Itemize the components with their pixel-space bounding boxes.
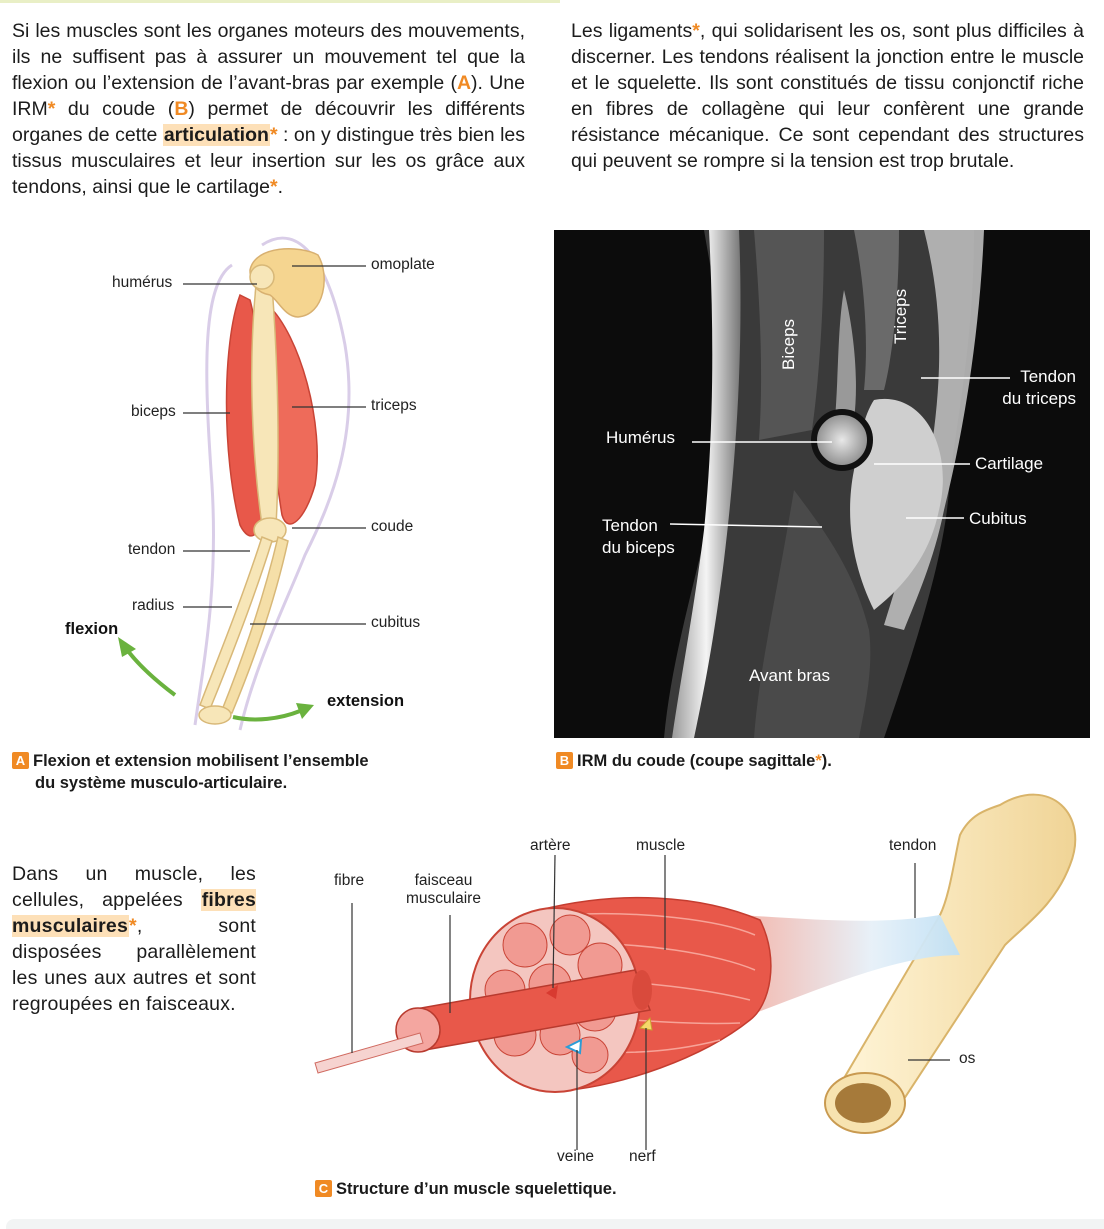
- mri-label-text: Tendon: [602, 516, 658, 535]
- label-faisceau-musculaire: faisceau musculaire: [406, 872, 481, 908]
- caption-text: ).: [821, 752, 832, 770]
- mri-label-text: Tendon: [1020, 367, 1076, 386]
- intro-text: ). Une IRM: [12, 72, 525, 120]
- mri-image: [554, 230, 1090, 738]
- label-text: musculaire: [406, 890, 481, 907]
- label-veine: veine: [557, 1148, 595, 1165]
- mri-label-biceps: Biceps: [779, 318, 798, 370]
- intro-text: ) permet de découvrir les différents org…: [12, 98, 525, 146]
- intro-text: du coude (: [55, 98, 175, 120]
- label-tendon: tendon: [128, 541, 176, 558]
- label-humerus: humérus: [112, 274, 173, 291]
- label-flexion: flexion: [65, 620, 119, 638]
- intro-right-paragraph: Les ligaments*, qui solidarisent les os,…: [571, 18, 1084, 174]
- label-extension: extension: [327, 692, 405, 710]
- glossary-star[interactable]: *: [270, 176, 278, 198]
- label-radius: radius: [132, 597, 175, 614]
- intro-text: .: [277, 176, 284, 198]
- glossary-star[interactable]: *: [269, 124, 278, 146]
- label-omoplate: omoplate: [371, 256, 435, 273]
- intro-text: , qui solidarisent les os, sont plus dif…: [571, 20, 1084, 172]
- intro-text: Si les muscles sont les organes moteurs …: [12, 20, 525, 94]
- caption-text: Structure d’un muscle squelettique.: [336, 1180, 617, 1198]
- muscle-structure-illustration: [314, 793, 1077, 1150]
- glossary-star[interactable]: *: [815, 752, 822, 770]
- label-muscle: muscle: [636, 837, 686, 854]
- label-nerf: nerf: [629, 1148, 656, 1165]
- intro-left-paragraph: Si les muscles sont les organes moteurs …: [12, 18, 525, 200]
- mri-label-humerus: Humérus: [606, 428, 675, 447]
- caption-letter-b: B: [556, 752, 573, 769]
- label-artere: artère: [530, 837, 571, 854]
- label-fibre: fibre: [334, 872, 365, 889]
- arm-illustration: [118, 236, 366, 731]
- intro-text: Les ligaments: [571, 20, 693, 42]
- ref-a[interactable]: A: [456, 72, 472, 94]
- caption-text: IRM du coude (coupe sagittale: [577, 752, 816, 770]
- caption-text: du système musculo-articulaire.: [35, 774, 288, 792]
- glossary-star[interactable]: *: [692, 20, 700, 42]
- top-accent-line: [0, 0, 560, 3]
- intro-text: : on y distingue très bien les tissus mu…: [12, 124, 525, 198]
- mri-label-triceps: Triceps: [891, 288, 910, 344]
- caption-letter-a: A: [12, 752, 29, 769]
- label-cubitus: cubitus: [371, 614, 421, 631]
- glossary-star[interactable]: *: [129, 915, 137, 937]
- glossary-star[interactable]: *: [47, 98, 56, 120]
- mri-label-text: du biceps: [602, 538, 675, 557]
- mri-label-text: du triceps: [1002, 389, 1076, 408]
- mri-label-tendon-triceps: Tendon du triceps: [992, 366, 1076, 410]
- caption-text: Flexion et extension mobilisent l’ensemb…: [33, 752, 369, 770]
- ref-b[interactable]: B: [174, 98, 189, 120]
- label-biceps: biceps: [131, 403, 176, 420]
- mri-label-cubitus: Cubitus: [969, 509, 1027, 528]
- keyword-articulation[interactable]: articulation: [162, 124, 270, 146]
- mri-label-avant-bras: Avant bras: [749, 666, 830, 685]
- mri-label-cartilage: Cartilage: [975, 454, 1044, 473]
- label-text: faisceau: [414, 872, 473, 889]
- mri-label-tendon-biceps: Tendon du biceps: [602, 515, 675, 559]
- label-coude: coude: [371, 518, 414, 535]
- muscle-text: Dans un muscle, les cellules, appelées: [12, 863, 256, 911]
- bottom-border: [6, 1219, 1104, 1229]
- caption-letter-c: C: [315, 1180, 332, 1197]
- muscle-text: , sont disposées parallèlement les unes …: [12, 915, 256, 1015]
- label-triceps: triceps: [371, 397, 417, 414]
- muscle-paragraph: Dans un muscle, les cellules, appelées f…: [12, 861, 256, 1017]
- label-os: os: [959, 1050, 976, 1067]
- label-tendon-c: tendon: [889, 837, 937, 854]
